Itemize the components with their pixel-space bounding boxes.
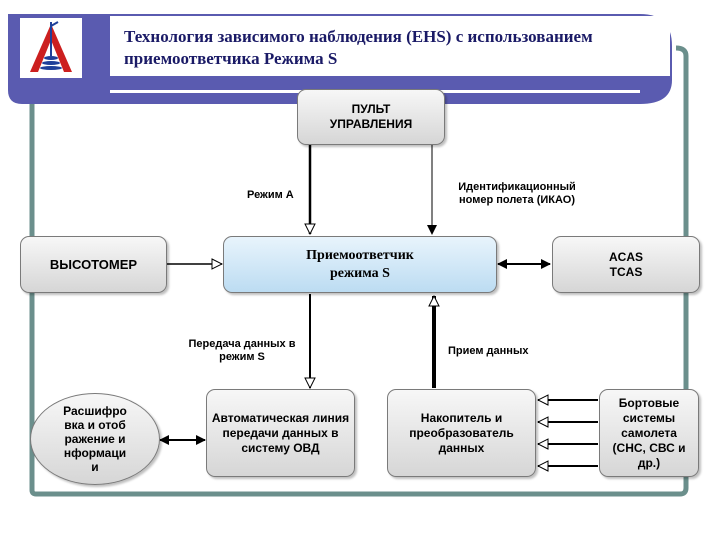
accumulator-label: Накопитель и преобразователь данных bbox=[409, 410, 514, 455]
onboard-systems-label: Бортовые системы самолета (СНС, СВС и др… bbox=[612, 395, 686, 470]
data-rx-label: Прием данных bbox=[448, 345, 529, 357]
data-tx-label-line2: режим S bbox=[219, 351, 265, 363]
transponder-label-line1: Приемоответчик bbox=[306, 247, 414, 263]
logo-icon bbox=[20, 18, 82, 78]
flight-id-label-line1: Идентификационный bbox=[458, 181, 576, 193]
data-tx-label: Передача данных в режим S bbox=[180, 338, 304, 364]
control-panel-label: ПУЛЬТ УПРАВЛЕНИЯ bbox=[329, 102, 413, 131]
control-panel-box: ПУЛЬТ УПРАВЛЕНИЯ bbox=[297, 89, 445, 145]
auto-data-link-label: Автоматическая линия передачи данных в с… bbox=[211, 410, 350, 455]
data-tx-label-line1: Передача данных в bbox=[188, 338, 296, 350]
transponder-box: Приемоответчик режима S bbox=[223, 236, 497, 293]
tcas-label: TCAS bbox=[609, 264, 643, 279]
altimeter-label: ВЫСОТОМЕР bbox=[49, 257, 138, 272]
outer-frame bbox=[29, 45, 689, 497]
flight-id-label: Идентификационный номер полета (ИКАО) bbox=[452, 181, 582, 207]
decoding-label: Расшифровка и отображение информации bbox=[63, 404, 127, 474]
altimeter-box: ВЫСОТОМЕР bbox=[20, 236, 167, 293]
decoding-display-ellipse: Расшифровка и отображение информации bbox=[30, 393, 160, 485]
mode-a-label: Режим А bbox=[247, 189, 294, 201]
accumulator-box: Накопитель и преобразователь данных bbox=[387, 389, 536, 477]
acas-tcas-box: ACAS TCAS bbox=[552, 236, 700, 293]
transponder-label-line2: режима S bbox=[330, 265, 390, 281]
flight-id-label-line2: номер полета (ИКАО) bbox=[458, 194, 575, 206]
title-panel bbox=[110, 16, 670, 76]
onboard-systems-box: Бортовые системы самолета (СНС, СВС и др… bbox=[599, 389, 699, 477]
acas-label: ACAS bbox=[608, 249, 643, 264]
page-title: Технология зависимого наблюдения (EHS) с… bbox=[124, 27, 593, 68]
auto-data-link-box: Автоматическая линия передачи данных в с… bbox=[206, 389, 355, 477]
